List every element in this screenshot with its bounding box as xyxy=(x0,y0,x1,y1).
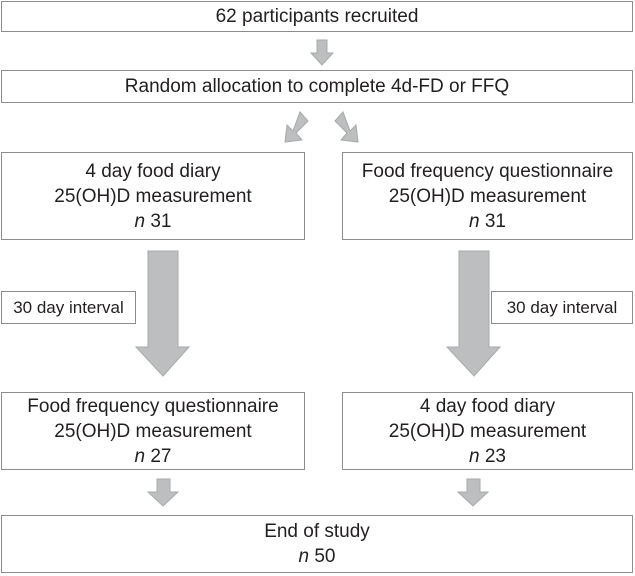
n-symbol: n xyxy=(298,546,310,567)
left-first-box: 4 day food diary 25(OH)D measurement n 3… xyxy=(1,152,305,240)
arrow-right-to-end xyxy=(456,478,490,507)
arrow-left-to-end xyxy=(146,478,180,507)
right-first-line1: Food frequency questionnaire xyxy=(361,160,614,182)
arrow-recruited-to-allocation xyxy=(309,39,335,66)
left-first-line2: 25(OH)D measurement xyxy=(54,185,252,207)
recruited-text: 62 participants recruited xyxy=(215,6,419,27)
recruited-box: 62 participants recruited xyxy=(1,1,633,32)
right-first-line2: 25(OH)D measurement xyxy=(388,185,587,207)
left-interval-label: 30 day interval xyxy=(1,291,136,324)
right-second-box: 4 day food diary 25(OH)D measurement n 2… xyxy=(342,392,633,470)
left-second-line2: 25(OH)D measurement xyxy=(54,420,252,442)
count-value: 23 xyxy=(484,445,506,467)
allocation-box: Random allocation to complete 4d-FD or F… xyxy=(1,70,633,103)
arrow-left-interval xyxy=(134,250,191,377)
right-second-line2: 25(OH)D measurement xyxy=(388,420,587,442)
n-symbol: n xyxy=(134,445,146,467)
arrow-allocation-to-left xyxy=(284,111,309,143)
left-first-line1: 4 day food diary xyxy=(85,160,221,182)
arrow-allocation-to-right xyxy=(334,111,359,143)
left-second-count: n 27 xyxy=(135,444,172,469)
n-symbol: n xyxy=(134,210,146,232)
right-first-count: n 31 xyxy=(469,209,506,234)
end-box: End of study n 50 xyxy=(1,515,633,573)
n-symbol: n xyxy=(469,445,480,467)
arrow-right-interval xyxy=(445,250,502,377)
count-value: 31 xyxy=(150,210,172,232)
left-first-count: n 31 xyxy=(135,209,172,234)
right-interval-label: 30 day interval xyxy=(491,291,633,324)
count-value: 27 xyxy=(150,445,172,467)
left-second-box: Food frequency questionnaire 25(OH)D mea… xyxy=(1,392,305,470)
right-first-box: Food frequency questionnaire 25(OH)D mea… xyxy=(342,152,633,240)
end-count: n 50 xyxy=(299,544,336,569)
n-symbol: n xyxy=(469,210,480,232)
right-second-line1: 4 day food diary xyxy=(419,395,556,417)
left-interval-text: 30 day interval xyxy=(13,297,124,317)
left-second-line1: Food frequency questionnaire xyxy=(27,395,279,417)
count-value: 50 xyxy=(314,546,336,567)
right-interval-text: 30 day interval xyxy=(506,297,618,317)
right-second-count: n 23 xyxy=(469,444,506,469)
count-value: 31 xyxy=(484,210,506,232)
allocation-text: Random allocation to complete 4d-FD or F… xyxy=(124,76,510,97)
end-line1: End of study xyxy=(264,521,370,542)
